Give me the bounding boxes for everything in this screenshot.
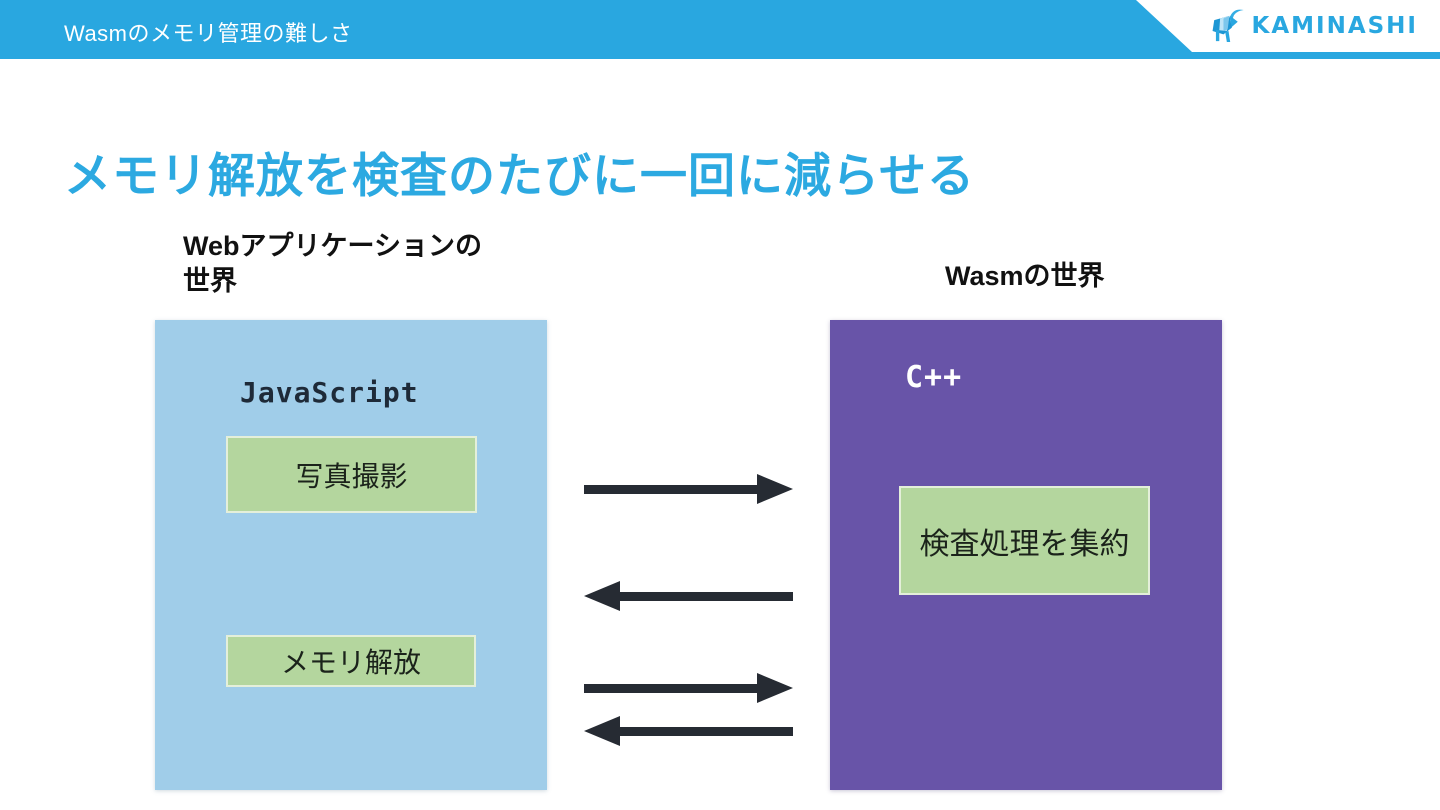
memory-release-box: メモリ解放 <box>226 635 476 687</box>
arrow-shaft <box>617 591 793 601</box>
arrow-left-icon <box>584 581 793 611</box>
arrow-shaft <box>584 683 760 693</box>
arrow-head <box>584 581 620 611</box>
left-world-label: Webアプリケーションの 世界 <box>183 231 482 296</box>
goat-icon <box>1212 9 1244 42</box>
arrow-shaft <box>617 726 793 736</box>
photo-capture-box: 写真撮影 <box>226 436 477 513</box>
wasm-world-box: C++ 検査処理を集約 <box>830 320 1222 790</box>
javascript-world-box: JavaScript 写真撮影 メモリ解放 <box>155 320 547 790</box>
cpp-label: C++ <box>905 360 963 395</box>
inspection-aggregate-box: 検査処理を集約 <box>899 486 1150 595</box>
arrow-head <box>584 716 620 746</box>
slide-title: メモリ解放を検査のたびに一回に減らせる <box>64 149 976 202</box>
arrow-right-icon <box>584 673 793 703</box>
header-corner: KAMINASHI <box>1136 0 1440 52</box>
arrow-right-icon <box>584 474 793 504</box>
arrow-shaft <box>584 484 760 494</box>
slide-header: Wasmのメモリ管理の難しさ KAMINASHI <box>0 0 1440 59</box>
arrow-head <box>757 673 793 703</box>
right-world-label: Wasmの世界 <box>945 261 1105 291</box>
kaminashi-logo: KAMINASHI <box>1205 5 1419 47</box>
javascript-label: JavaScript <box>240 376 419 409</box>
arrow-head <box>757 474 793 504</box>
arrow-left-icon <box>584 716 793 746</box>
logo-text: KAMINASHI <box>1251 13 1418 39</box>
header-title: Wasmのメモリ管理の難しさ <box>64 21 353 46</box>
